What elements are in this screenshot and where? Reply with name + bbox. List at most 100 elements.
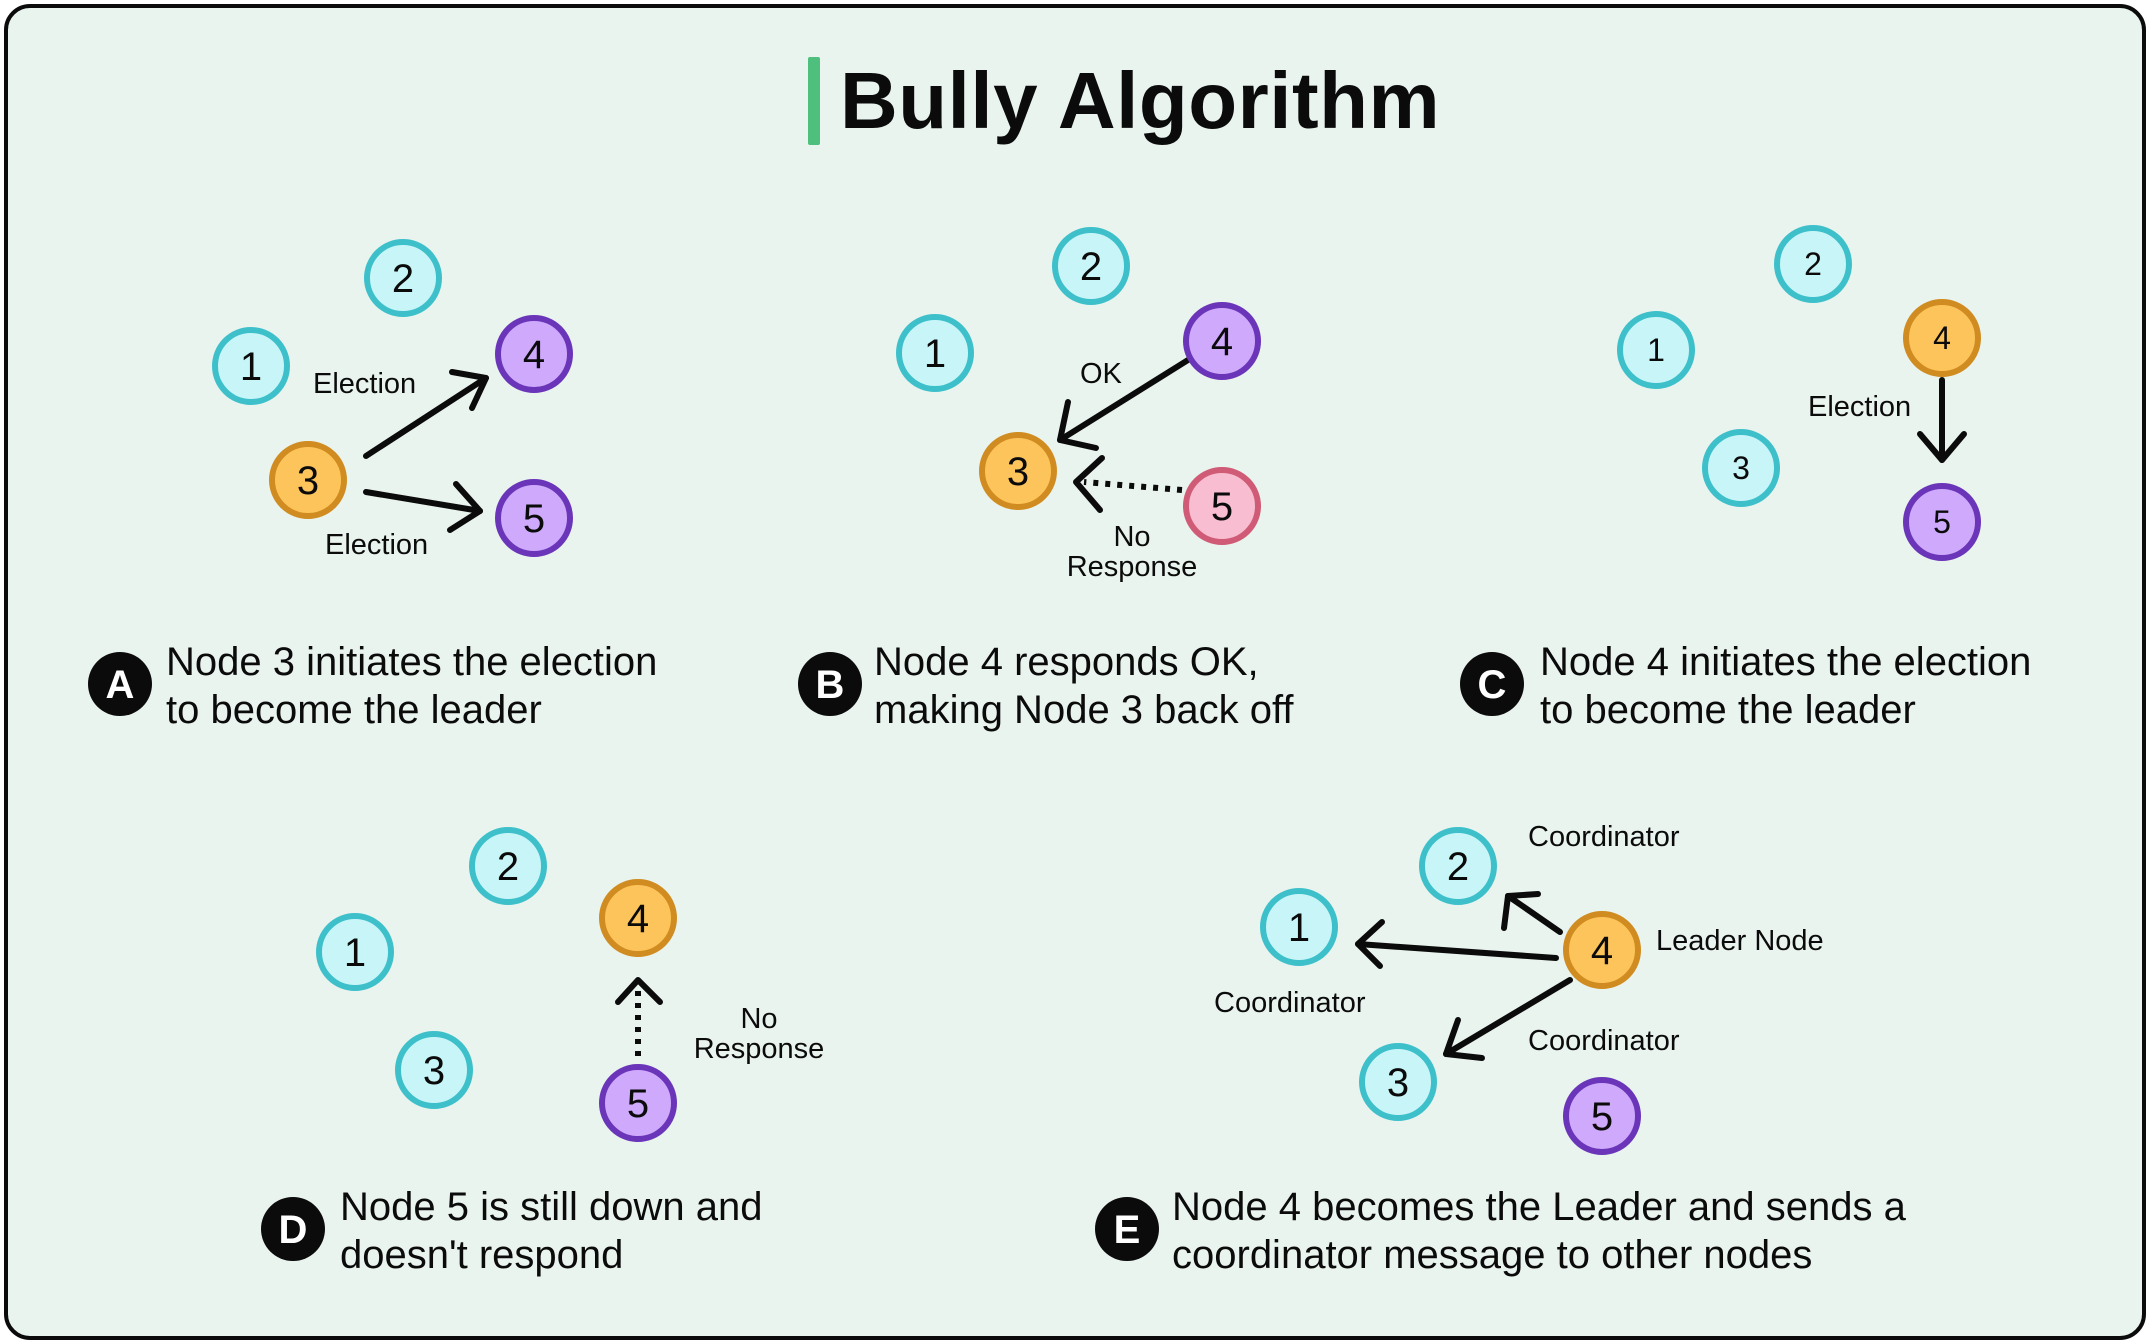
node-1: 1 <box>1260 888 1338 966</box>
node-2: 2 <box>364 239 442 317</box>
caption-line: Node 5 is still down and <box>340 1185 763 1229</box>
svg-text:5: 5 <box>1933 504 1951 540</box>
caption-badge-a: A <box>88 652 152 716</box>
node-1: 1 <box>316 913 394 991</box>
title-block: Bully Algorithm <box>808 46 1440 156</box>
edge-label-leader-node: Leader Node <box>1656 925 1824 957</box>
edge-label-coordinator: Coordinator <box>1528 1025 1680 1057</box>
arrow-4-to-1 <box>1355 919 1559 969</box>
arrow-4-to-2 <box>1501 891 1563 935</box>
svg-text:4: 4 <box>1591 929 1613 973</box>
node-3: 3 <box>1702 429 1780 507</box>
edge-label-ok: OK <box>1080 358 1123 390</box>
edge-label-response: Response <box>694 1033 825 1065</box>
svg-text:A: A <box>106 663 135 707</box>
caption-badge-d: D <box>261 1197 325 1261</box>
arrow-5-to-3-no-response <box>1073 455 1183 513</box>
node-4: 4 <box>1903 299 1981 377</box>
node-4: 4 <box>599 879 677 957</box>
svg-text:4: 4 <box>1933 320 1951 356</box>
bully-diagram-canvas: .cyan { fill: #c8f6f8; stroke: #3ec0cb; … <box>88 225 1981 1261</box>
arrow-5-to-4-no-response <box>615 977 663 1056</box>
node-1: 1 <box>1617 311 1695 389</box>
caption-d: Node 5 is still down and doesn't respond <box>340 1183 762 1279</box>
svg-text:3: 3 <box>1007 450 1029 494</box>
caption-e: Node 4 becomes the Leader and sends a co… <box>1172 1183 1906 1279</box>
svg-text:1: 1 <box>344 931 366 975</box>
node-2: 2 <box>1052 227 1130 305</box>
svg-text:2: 2 <box>497 845 519 889</box>
edge-label-coordinator: Coordinator <box>1528 821 1680 853</box>
edge-label-coordinator: Coordinator <box>1214 987 1366 1019</box>
svg-text:4: 4 <box>627 897 649 941</box>
caption-line: Node 3 initiates the election <box>166 640 658 684</box>
svg-text:2: 2 <box>1447 845 1469 889</box>
svg-text:1: 1 <box>1288 906 1310 950</box>
caption-line: making Node 3 back off <box>874 688 1294 732</box>
node-5: 5 <box>599 1064 677 1142</box>
arrow-4-to-3 <box>1443 977 1573 1061</box>
node-5: 5 <box>1563 1077 1641 1155</box>
caption-line: Node 4 becomes the Leader and sends a <box>1172 1185 1906 1229</box>
caption-line: Node 4 initiates the election <box>1540 640 2032 684</box>
svg-text:5: 5 <box>523 497 545 541</box>
node-4: 4 <box>1183 302 1261 380</box>
caption-line: to become the leader <box>166 688 542 732</box>
node-5: 5 <box>1183 467 1261 545</box>
svg-text:2: 2 <box>1080 245 1102 289</box>
edge-label-election: Election <box>325 529 428 561</box>
node-4: 4 <box>495 315 573 393</box>
svg-text:E: E <box>1114 1208 1141 1252</box>
node-1: 1 <box>212 327 290 405</box>
caption-b: Node 4 responds OK, making Node 3 back o… <box>874 638 1294 734</box>
svg-text:B: B <box>816 663 845 707</box>
svg-text:1: 1 <box>924 332 946 376</box>
arrow-3-to-5 <box>363 481 483 533</box>
node-2: 2 <box>1419 827 1497 905</box>
caption-c: Node 4 initiates the election to become … <box>1540 638 2031 734</box>
caption-badge-e: E <box>1095 1197 1159 1261</box>
svg-text:C: C <box>1478 663 1507 707</box>
svg-text:5: 5 <box>1591 1095 1613 1139</box>
svg-text:5: 5 <box>627 1082 649 1126</box>
node-3: 3 <box>979 432 1057 510</box>
caption-line: to become the leader <box>1540 688 1916 732</box>
svg-text:D: D <box>279 1208 308 1252</box>
node-2: 2 <box>469 827 547 905</box>
diagram-frame: Bully Algorithm .cyan { fill: #c8f6f8; s… <box>4 4 2146 1340</box>
edge-label-election: Election <box>1808 391 1911 423</box>
svg-text:1: 1 <box>1647 332 1665 368</box>
panel-b: OK No Response 1 2 3 4 <box>798 227 1261 716</box>
panel-e: Coordinator Coordinator Coordinator Lead… <box>1095 821 1824 1261</box>
caption-line: Node 4 responds OK, <box>874 640 1259 684</box>
node-3: 3 <box>269 441 347 519</box>
caption-a: Node 3 initiates the election to become … <box>166 638 657 734</box>
node-2: 2 <box>1774 225 1852 303</box>
svg-text:1: 1 <box>240 345 262 389</box>
caption-badge-b: B <box>798 652 862 716</box>
panel-d: No Response 1 2 3 4 5 <box>261 827 825 1261</box>
svg-text:3: 3 <box>1732 450 1750 486</box>
svg-text:5: 5 <box>1211 485 1233 529</box>
svg-text:4: 4 <box>1211 320 1233 364</box>
title-accent-bar <box>808 57 820 145</box>
node-3: 3 <box>395 1031 473 1109</box>
edge-label-election: Election <box>313 368 416 400</box>
node-4: 4 <box>1563 911 1641 989</box>
caption-badge-c: C <box>1460 652 1524 716</box>
node-5: 5 <box>1903 483 1981 561</box>
panel-a: Election Election 1 2 3 4 5 <box>88 239 573 716</box>
edge-label-response: Response <box>1067 551 1198 583</box>
caption-line: doesn't respond <box>340 1233 624 1277</box>
caption-line: coordinator message to other nodes <box>1172 1233 1813 1277</box>
node-1: 1 <box>896 314 974 392</box>
panel-c: Election 1 2 3 4 5 <box>1460 225 1981 716</box>
svg-text:2: 2 <box>1804 246 1822 282</box>
svg-text:3: 3 <box>297 459 319 503</box>
node-3: 3 <box>1359 1043 1437 1121</box>
node-5: 5 <box>495 479 573 557</box>
arrow-4-to-3-ok <box>1057 357 1191 451</box>
edge-label-no: No <box>1113 521 1150 553</box>
svg-text:4: 4 <box>523 333 545 377</box>
page-title: Bully Algorithm <box>840 56 1441 145</box>
